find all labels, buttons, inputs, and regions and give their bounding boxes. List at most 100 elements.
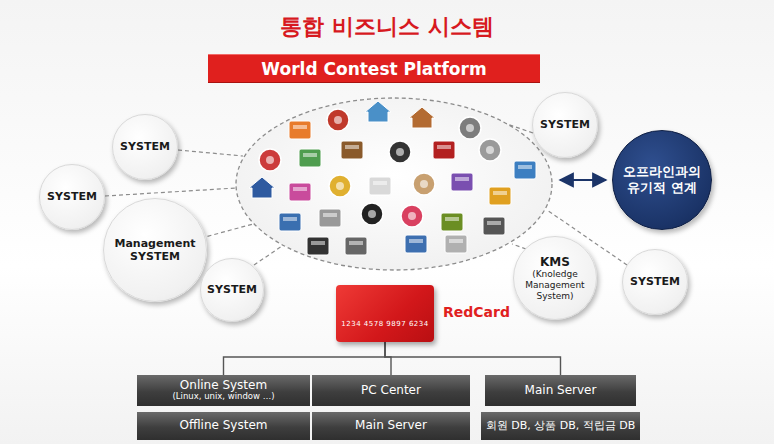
server-box: Online System(Linux, unix, window …) xyxy=(137,375,310,406)
node-text: 회원 DB, 상품 DB, 적립금 DB xyxy=(486,420,636,432)
icon-shape xyxy=(459,117,481,139)
node-text: Main Server xyxy=(525,384,597,397)
icon xyxy=(361,203,383,225)
node-text: SYSTEM xyxy=(120,140,170,153)
icon-shape xyxy=(441,213,463,231)
icon xyxy=(289,183,311,201)
icon-shape xyxy=(455,177,469,181)
node-text: KMS xyxy=(540,255,570,269)
node-text: SYSTEM xyxy=(47,190,97,203)
icon-shape xyxy=(249,177,275,198)
icon-shape xyxy=(433,141,455,159)
node-text: (Linux, unix, window …) xyxy=(173,392,275,401)
icon-shape xyxy=(293,125,307,129)
icon-shape xyxy=(437,145,451,149)
icon-shape xyxy=(369,177,391,195)
icon-shape xyxy=(303,153,317,157)
icon-shape xyxy=(327,109,349,131)
icon-shape xyxy=(466,124,474,132)
icon xyxy=(441,213,463,231)
icon-shape xyxy=(266,156,274,164)
icon xyxy=(459,117,481,139)
icon-shape xyxy=(259,149,281,171)
icon xyxy=(445,235,467,253)
icon-shape xyxy=(373,181,387,185)
icon xyxy=(489,187,511,205)
icon xyxy=(299,149,321,167)
node-text: Online System xyxy=(180,379,267,392)
icon-shape xyxy=(401,205,423,227)
icon-shape xyxy=(486,146,494,154)
icon-shape xyxy=(449,239,463,243)
icon-shape xyxy=(445,235,467,253)
icon-shape xyxy=(334,116,342,124)
icon-shape xyxy=(409,107,435,128)
server-box: Offline System xyxy=(137,412,310,440)
system-circle: SYSTEM xyxy=(532,92,598,158)
node-text-wrap: KMS(Knoledge Management System) xyxy=(522,255,588,302)
node-text-wrap: SYSTEM xyxy=(629,275,680,288)
icon xyxy=(365,101,391,122)
icon-shape xyxy=(289,183,311,201)
node-text-wrap: PC Center xyxy=(361,384,421,397)
node-text: World Contest Platform xyxy=(261,59,486,79)
red-card: 1234 4578 9897 6234 xyxy=(336,285,433,342)
icon-shape xyxy=(336,182,344,190)
server-box: Main Server xyxy=(312,412,470,440)
leader-line xyxy=(178,150,243,156)
node-text: Management SYSTEM xyxy=(114,237,195,263)
icon-shape xyxy=(289,121,311,139)
icon-shape xyxy=(483,217,505,235)
leader-line xyxy=(507,124,533,133)
icon-shape xyxy=(365,101,391,122)
icon xyxy=(451,173,473,191)
node-text-wrap: Online System(Linux, unix, window …) xyxy=(173,379,275,402)
node-text: Offline System xyxy=(180,419,268,432)
node-text-wrap: Main Server xyxy=(525,384,597,397)
node-text: SYSTEM xyxy=(630,275,680,288)
icon xyxy=(327,109,349,131)
node-text-wrap: 오프라인과의 유기적 연계 xyxy=(623,164,701,195)
title-band: World Contest Platform xyxy=(208,54,540,83)
icon xyxy=(483,217,505,235)
icon-shape xyxy=(514,161,536,179)
icon-shape xyxy=(413,173,435,195)
icon-shape xyxy=(518,165,532,169)
node-text: SYSTEM xyxy=(207,283,257,296)
kms-circle: KMS(Knoledge Management System) xyxy=(513,236,597,320)
icon-shape xyxy=(319,209,341,227)
icon xyxy=(479,139,501,161)
node-text-wrap: SYSTEM xyxy=(119,140,170,153)
tree-connector xyxy=(385,342,561,375)
node-text-wrap: 회원 DB, 상품 DB, 적립금 DB xyxy=(486,420,636,432)
node-text-wrap: World Contest Platform xyxy=(261,59,486,79)
icon-shape xyxy=(409,239,423,243)
icon-shape xyxy=(345,237,367,255)
icon-shape xyxy=(283,217,297,221)
icon xyxy=(289,121,311,139)
icon xyxy=(345,237,367,255)
icon xyxy=(401,205,423,227)
node-text-wrap: Management SYSTEM xyxy=(114,237,195,263)
node-text: PC Center xyxy=(361,384,421,397)
platform-ellipse xyxy=(236,98,552,270)
icon-shape xyxy=(299,149,321,167)
icon-shape xyxy=(361,203,383,225)
icon-shape xyxy=(279,213,301,231)
icon-shape xyxy=(341,141,363,159)
icon xyxy=(259,149,281,171)
node-text: SYSTEM xyxy=(540,118,590,131)
icon xyxy=(307,237,329,255)
server-box: PC Center xyxy=(312,375,470,406)
node-text: (Knoledge Management System) xyxy=(522,269,588,301)
leader-line xyxy=(254,246,282,265)
node-text-wrap: 1234 4578 9897 6234 xyxy=(341,320,428,328)
system-circle: SYSTEM xyxy=(39,164,105,230)
icon xyxy=(413,173,435,195)
icon-shape xyxy=(493,191,507,195)
server-box: Main Server xyxy=(485,375,636,406)
icon-shape xyxy=(389,141,411,163)
node-text-wrap: Offline System xyxy=(180,419,268,432)
icon-shape xyxy=(451,173,473,191)
icon-shape xyxy=(445,217,459,221)
